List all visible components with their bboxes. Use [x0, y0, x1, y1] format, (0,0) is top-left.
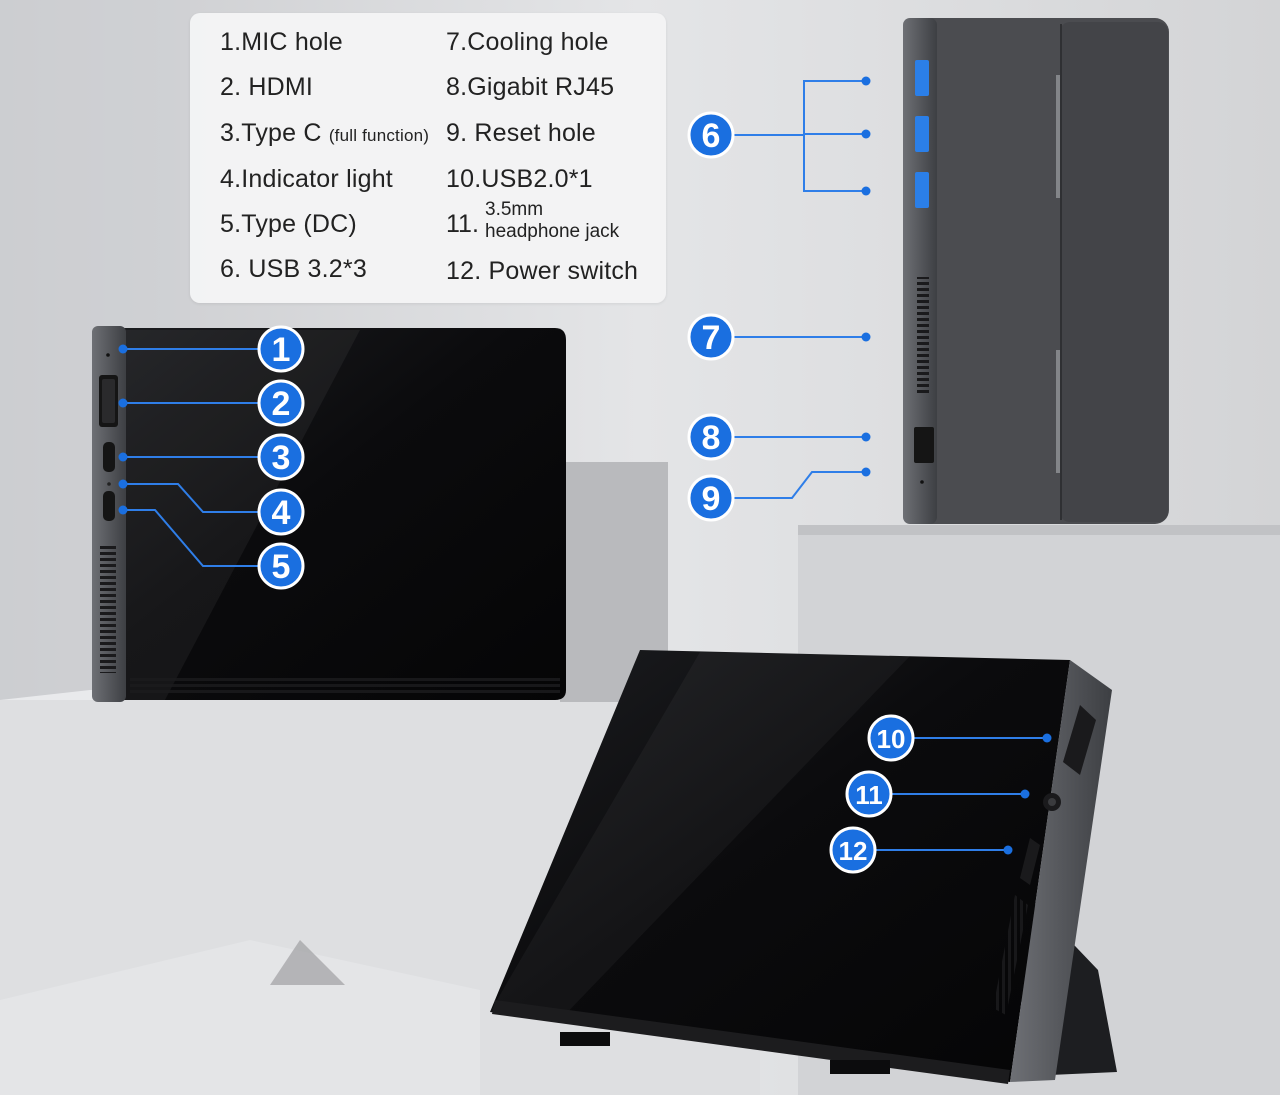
device-left-screen [95, 328, 566, 700]
legend-item-2: 2. HDMI [220, 73, 314, 101]
legend-item-6: 6. USB 3.2*3 [220, 255, 367, 283]
callout-badge-5 [257, 542, 305, 590]
callout-badge-1 [257, 325, 305, 373]
callout-badge-11 [845, 770, 893, 818]
callout-number-4: 4 [272, 494, 291, 532]
usb32-port-3 [915, 172, 929, 208]
indicator-light [107, 482, 111, 486]
mic-hole [106, 353, 110, 357]
callout-badge-12 [829, 826, 877, 874]
legend-item-5: 5.Type (DC) [220, 210, 357, 238]
callout-number-9: 9 [702, 480, 721, 518]
callout-number-6: 6 [702, 117, 721, 155]
legend-item-11-line1: 3.5mm [485, 199, 544, 220]
device-left-speaker [130, 678, 560, 696]
leader-6-bracket [803, 80, 866, 192]
device-right [903, 18, 1169, 524]
legend-item-8: 8.Gigabit RJ45 [446, 73, 615, 101]
device-stand [490, 650, 1117, 1084]
legend-item-7: 7.Cooling hole [446, 28, 609, 56]
callout-number-7: 7 [702, 319, 721, 357]
device-stand-screen [490, 650, 1070, 1082]
legend-item-3: 3.Type C (full function) [220, 119, 429, 148]
legend-item-9: 9. Reset hole [446, 119, 596, 147]
callout-number-10: 10 [877, 724, 906, 754]
callout-badge-7 [687, 313, 735, 361]
leader-9 [732, 471, 866, 499]
type-c-port [103, 442, 115, 472]
legend-item-12: 12. Power switch [446, 257, 639, 285]
callout-number-1: 1 [272, 331, 291, 369]
callout-number-5: 5 [272, 548, 291, 586]
callout-badge-4 [257, 488, 305, 536]
usb20-port [1063, 705, 1096, 775]
stand-cooling-vents [993, 895, 1028, 1015]
legend-item-11-line2: headphone jack [485, 221, 620, 242]
callout-number-12: 12 [839, 836, 868, 866]
dc-port [103, 491, 115, 521]
callout-number-11: 11 [855, 780, 883, 810]
rj45-port [914, 427, 934, 463]
leader-4 [122, 483, 262, 513]
callout-badge-6 [687, 111, 735, 159]
callout-number-3: 3 [272, 439, 291, 477]
legend-item-1: 1.MIC hole [220, 28, 343, 56]
right-cooling-vents [917, 277, 929, 393]
callout-badge-9 [687, 474, 735, 522]
callout-number-8: 8 [702, 419, 721, 457]
leader-5 [122, 509, 262, 567]
reset-hole [920, 480, 924, 484]
device-left [92, 326, 566, 702]
callout-badge-3 [257, 433, 305, 481]
usb32-port-2 [915, 116, 929, 152]
callout-badge-10 [867, 714, 915, 762]
legend-panel [190, 13, 666, 303]
usb32-port-1 [915, 60, 929, 96]
legend-item-4: 4.Indicator light [220, 165, 393, 193]
device-stand-side [1010, 660, 1112, 1082]
callout-badge-8 [687, 413, 735, 461]
legend-item-3-main: 3.Type C [220, 119, 322, 147]
left-cooling-vents [100, 545, 116, 673]
power-switch [1020, 838, 1040, 885]
legend-item-11-number: 11. [446, 210, 479, 238]
callout-number-2: 2 [272, 385, 291, 423]
callout-badge-2 [257, 379, 305, 427]
legend-item-3-sub: (full function) [328, 126, 430, 145]
leader-lines [122, 80, 1047, 851]
leader-dots [118, 76, 1052, 855]
legend-item-10: 10.USB2.0*1 [446, 165, 593, 193]
